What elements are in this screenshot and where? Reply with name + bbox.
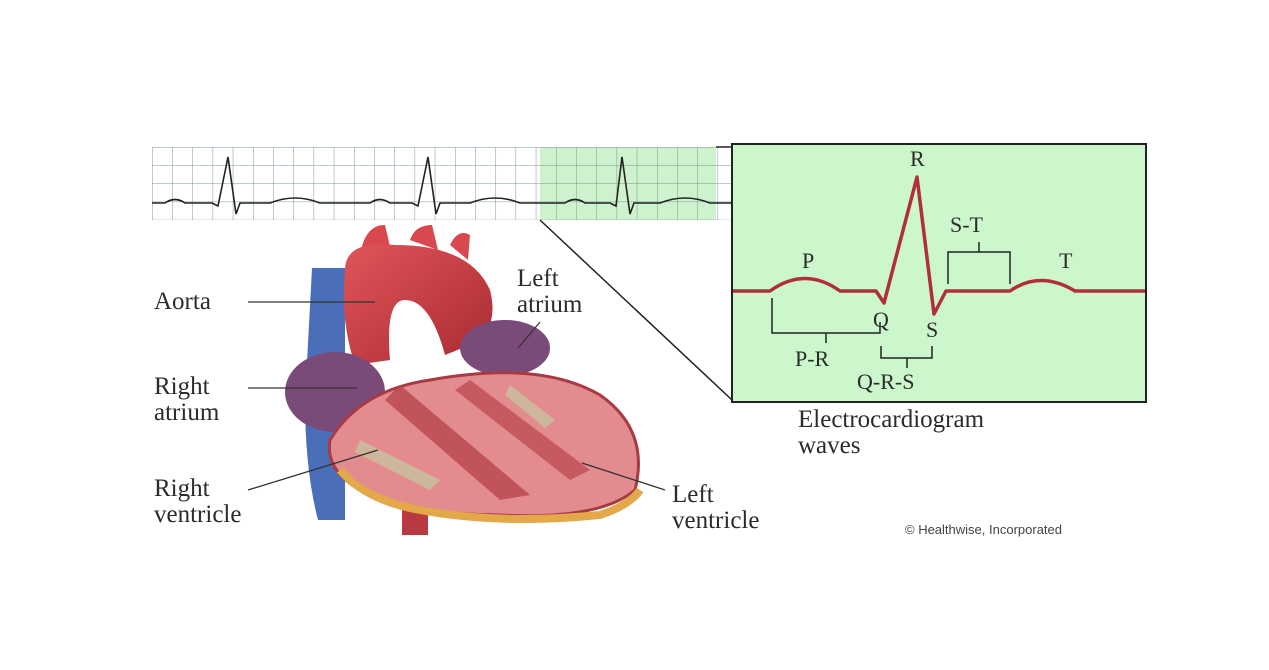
label-left-ventricle-line2: ventricle — [672, 507, 760, 534]
label-left-ventricle-line1: Left — [672, 481, 714, 508]
wave-label-p: P — [802, 248, 815, 273]
left-atrium — [460, 320, 550, 376]
label-right-atrium-line2: atrium — [154, 399, 220, 426]
heart-illustration — [285, 225, 644, 535]
wave-label-r: R — [910, 146, 925, 171]
fat-layer — [336, 467, 644, 523]
label-right-ventricle-line2: ventricle — [154, 501, 242, 528]
wave-label-st: S-T — [950, 212, 983, 237]
ecg-strip-trace — [152, 156, 732, 215]
wave-label-qrs: Q-R-S — [857, 369, 915, 394]
copyright-notice: © Healthwise, Incorporated — [905, 522, 1062, 537]
label-aorta: Aorta — [154, 288, 211, 315]
qrs-bracket — [880, 346, 933, 368]
label-left-atrium-line2: atrium — [517, 291, 583, 318]
label-right-ventricle-line1: Right — [154, 475, 210, 502]
ecg-strip — [152, 147, 732, 220]
st-bracket — [947, 242, 1011, 284]
leader-lines — [247, 301, 666, 491]
ecg-detail-panel — [731, 143, 1147, 403]
wave-label-q: Q — [873, 307, 889, 332]
ecg-caption-line1: Electrocardiogram — [798, 406, 985, 433]
wave-label-s: S — [926, 317, 939, 342]
wave-label-pr: P-R — [795, 346, 830, 371]
label-left-atrium-line1: Left — [517, 265, 559, 292]
zoom-line-bottom — [539, 219, 733, 401]
pr-bracket — [771, 298, 881, 343]
ecg-detail-wave — [733, 175, 1145, 316]
label-right-atrium-line1: Right — [154, 373, 210, 400]
ecg-caption-line2: waves — [798, 432, 861, 459]
wave-label-t: T — [1059, 248, 1073, 273]
ecg-grid — [152, 147, 732, 220]
aorta — [343, 244, 493, 365]
